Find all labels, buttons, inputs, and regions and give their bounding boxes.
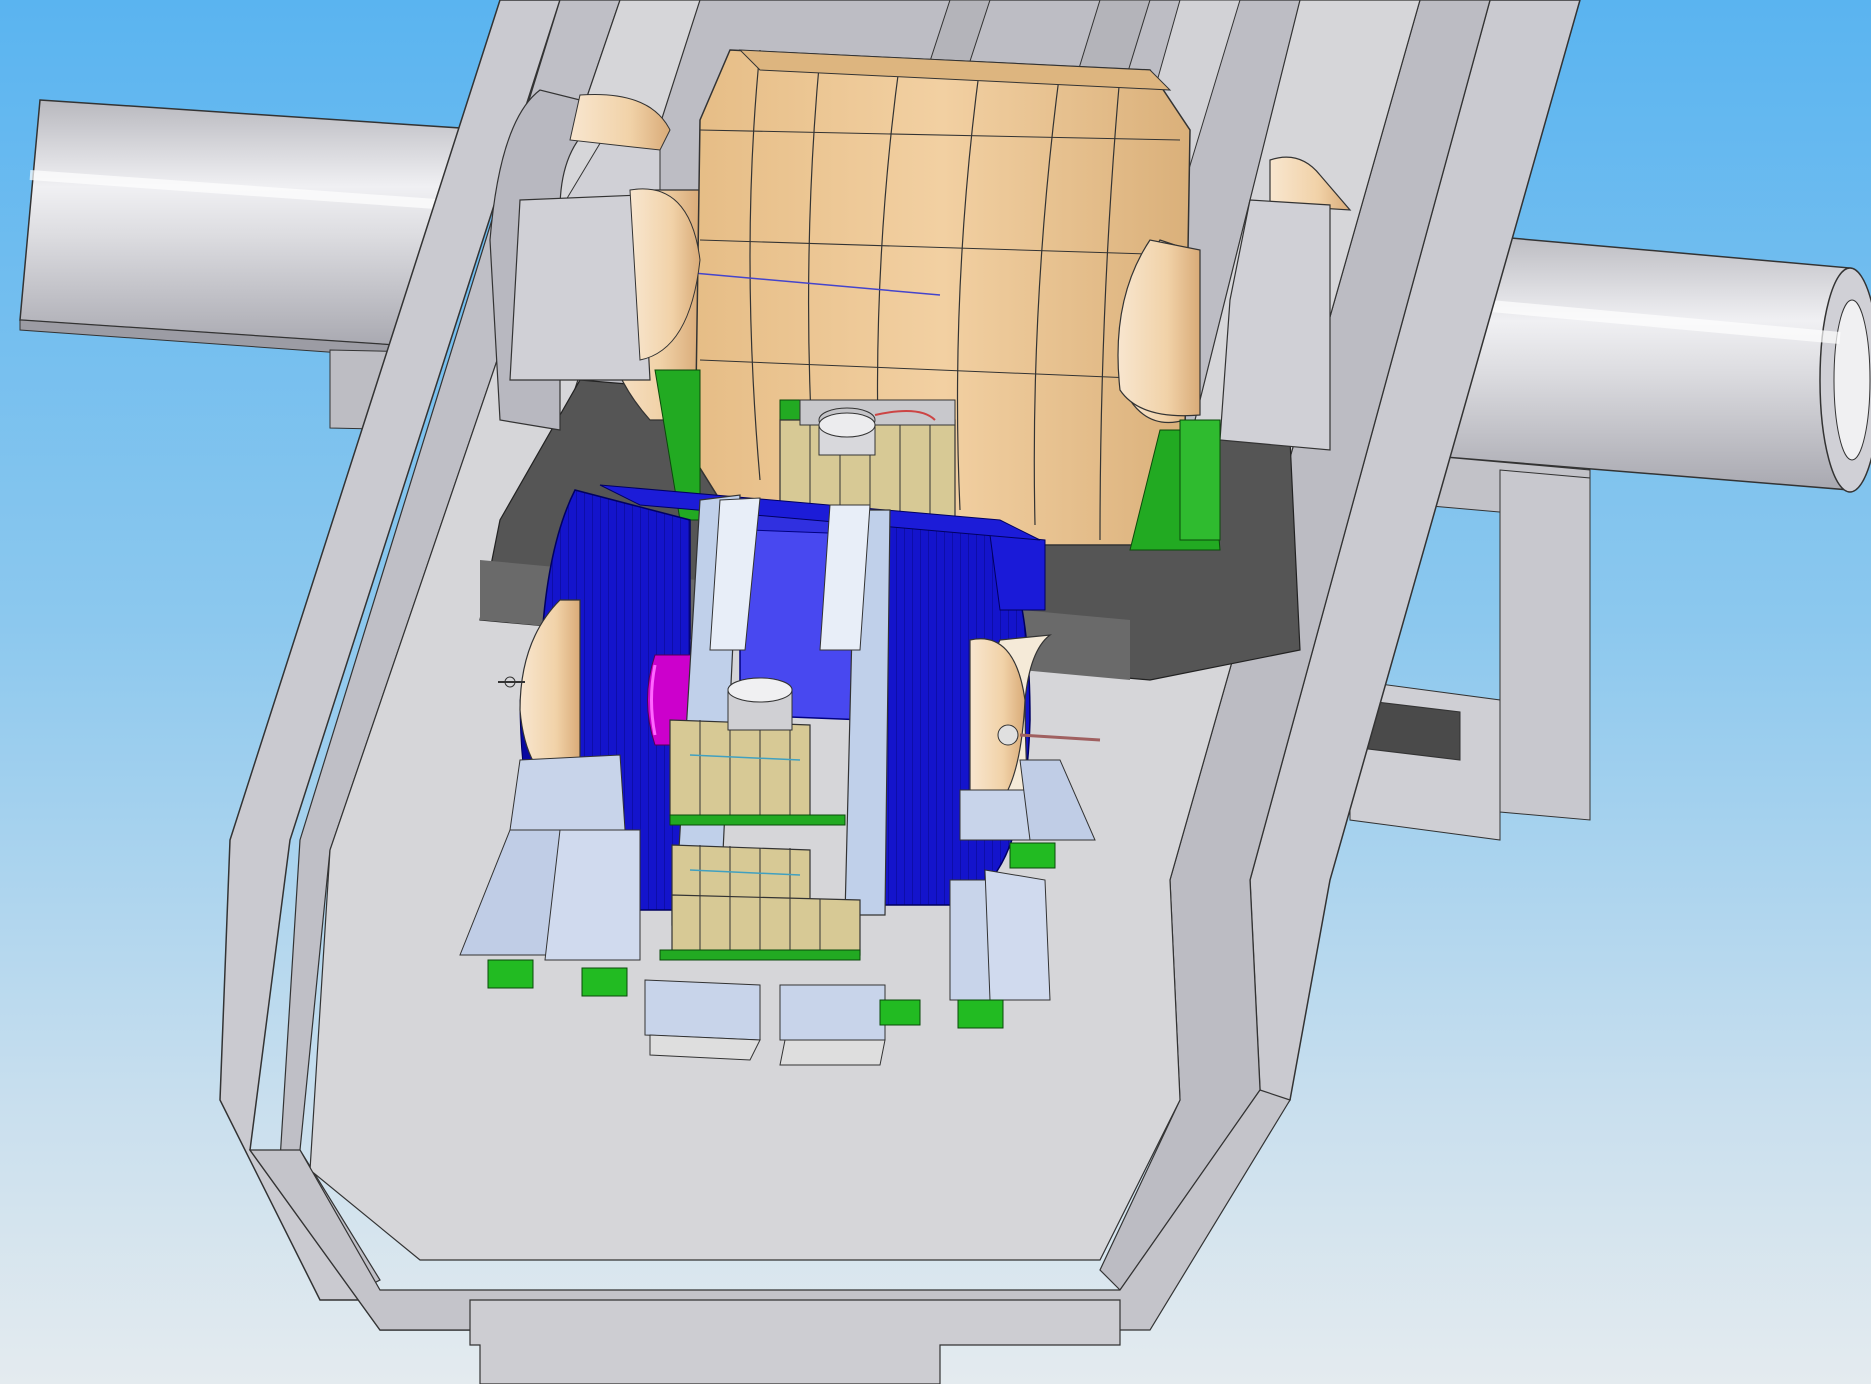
beam-pipe-right <box>1349 229 1871 841</box>
left-end-disc <box>509 93 701 381</box>
cable-left <box>498 676 525 688</box>
right-end-disc <box>1117 156 1352 451</box>
green-support-feet <box>654 369 1221 551</box>
electronics-racks <box>779 399 956 521</box>
front-right-disc <box>969 634 1101 821</box>
green-feet-front <box>487 842 1056 1029</box>
beam-pipe-left <box>19 99 461 431</box>
front-electronics-racks <box>659 677 861 961</box>
